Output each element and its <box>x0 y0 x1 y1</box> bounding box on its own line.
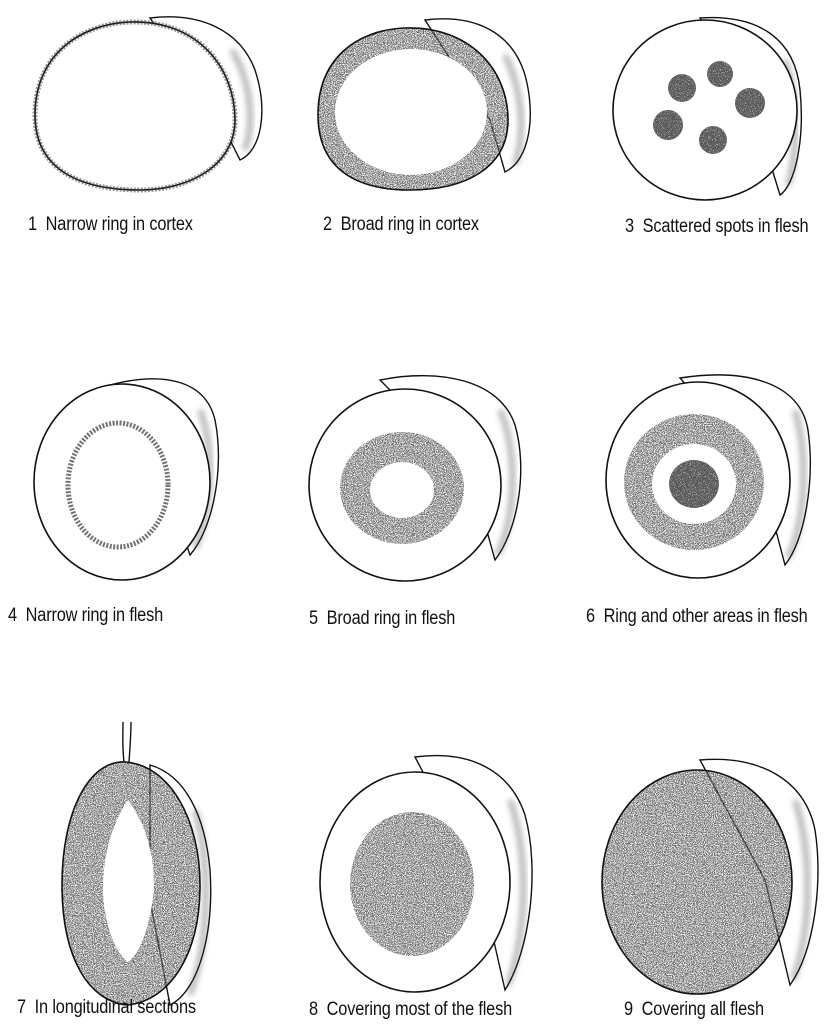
caption-figure-2: 2 Broad ring in cortex <box>323 214 479 236</box>
figure-2-tuber <box>318 19 530 190</box>
figure-7-tuber <box>62 722 211 1005</box>
figure-3-tuber <box>613 18 801 200</box>
caption-figure-8: 8 Covering most of the flesh <box>309 999 512 1021</box>
figure-9-tuber <box>602 759 818 994</box>
caption-figure-3: 3 Scattered spots in flesh <box>625 216 808 238</box>
figure-4-tuber <box>34 379 218 580</box>
figure-1-tuber <box>35 17 262 190</box>
caption-figure-7: 7 In longitudinal sections <box>17 997 196 1019</box>
caption-figure-4: 4 Narrow ring in flesh <box>8 605 163 627</box>
caption-figure-6: 6 Ring and other areas in flesh <box>586 606 808 628</box>
caption-figure-1: 1 Narrow ring in cortex <box>28 214 193 236</box>
figure-6-tuber <box>606 375 810 578</box>
figure-5-tuber <box>309 376 521 581</box>
figure-8-tuber <box>320 756 532 992</box>
caption-figure-5: 5 Broad ring in flesh <box>309 608 455 630</box>
caption-figure-9: 9 Covering all flesh <box>624 999 764 1021</box>
